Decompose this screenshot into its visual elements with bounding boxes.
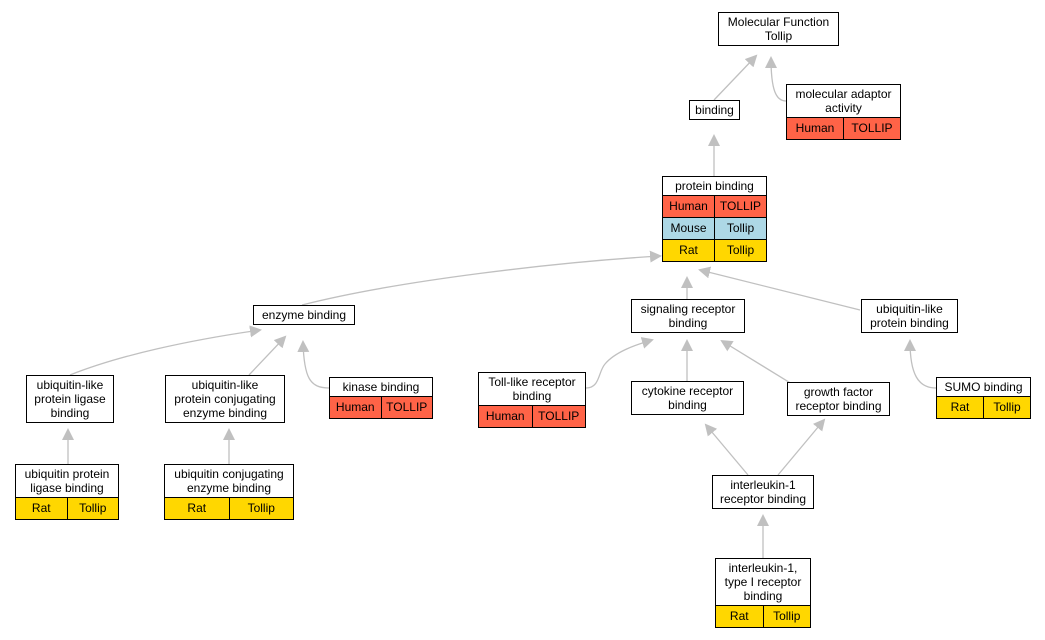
gene-cell: Tollip [228,498,294,519]
node-growth-factor-receptor-binding[interactable]: growth factor receptor binding [787,382,890,416]
gene-cell: TOLLIP [531,406,586,427]
gene-cell: Tollip [66,498,119,519]
edge-growth-factor-receptor-binding-to-signaling-receptor-binding [720,339,793,385]
edge-sumo-binding-to-ubiquitin-like-protein-binding [904,339,937,389]
node-title: kinase binding [342,380,420,394]
node-interleukin-1-receptor-binding[interactable]: interleukin-1 receptor binding [712,475,814,509]
annotation-row: Rat Tollip [937,396,1030,418]
edge-kinase-binding-to-enzyme-binding [297,340,330,389]
annotation-row: Human TOLLIP [479,405,585,427]
species-cell: Human [335,400,375,414]
node-cytokine-receptor-binding[interactable]: cytokine receptor binding [631,381,744,415]
node-title: SUMO binding [944,380,1023,394]
annotation-row: Human TOLLIP [787,117,900,139]
annotation-row: Mouse Tollip [663,217,766,239]
gene-cell: Tollip [714,218,766,239]
node-title: growth factor receptor binding [795,385,882,413]
node-title: binding [695,103,734,117]
edge-ubiquitin-like-protein-binding-to-protein-binding [698,266,861,311]
gene-cell: TOLLIP [714,196,766,217]
node-ubiquitin-like-protein-ligase-binding[interactable]: ubiquitin-like protein ligase binding [26,375,114,423]
gene-cell: Tollip [762,606,811,627]
node-title: ubiquitin-like protein conjugating enzym… [174,378,276,420]
annotation-row: Human TOLLIP [330,396,432,418]
node-title: signaling receptor binding [640,302,736,330]
edge-interleukin-1-receptor-binding-to-growth-factor-receptor-binding [777,418,826,476]
edge-toll-like-receptor-binding-to-signaling-receptor-binding [585,337,654,389]
node-title: interleukin-1, type I receptor binding [724,561,802,603]
node-title: molecular adaptor activity [795,87,892,115]
node-enzyme-binding[interactable]: enzyme binding [253,305,355,325]
gene-cell: TOLLIP [843,118,900,139]
node-binding[interactable]: binding [689,100,740,120]
node-signaling-receptor-binding[interactable]: signaling receptor binding [631,299,745,333]
node-ubiquitin-like-protein-binding[interactable]: ubiquitin-like protein binding [861,299,958,333]
node-title: interleukin-1 receptor binding [719,478,807,506]
node-title: ubiquitin-like protein ligase binding [34,378,106,420]
node-title: protein binding [675,179,754,193]
species-cell: Human [485,409,525,423]
node-title: Molecular Function Tollip [727,15,830,43]
species-cell: Human [795,121,835,135]
gene-cell: Tollip [714,240,766,261]
edge-binding-to-molecular-function [713,54,758,101]
edge-molecular-adaptor-activity-to-molecular-function [765,56,787,102]
species-cell: Rat [187,501,207,515]
annotation-row: Rat Tollip [165,497,293,519]
annotation-row: Rat Tollip [663,239,766,261]
species-cell: Human [669,199,708,213]
annotation-row: Rat Tollip [16,497,118,519]
node-ubiquitin-like-protein-conjugating-enzyme-binding[interactable]: ubiquitin-like protein conjugating enzym… [165,375,285,423]
annotation-row: Rat Tollip [716,605,810,627]
species-cell: Rat [31,501,51,515]
node-title: ubiquitin protein ligase binding [24,467,110,495]
edge-ubiquitin-like-protein-conjugating-enzyme-binding-to-enzyme-binding [248,335,287,376]
node-title: cytokine receptor binding [641,384,734,412]
gene-cell: TOLLIP [380,397,433,418]
edge-interleukin-1-receptor-binding-to-cytokine-receptor-binding [704,423,749,476]
species-cell: Rat [679,243,698,257]
species-cell: Rat [950,400,970,414]
gene-cell: Tollip [983,397,1030,418]
edge-enzyme-binding-to-protein-binding [301,250,662,306]
node-title: Toll-like receptor binding [488,375,576,403]
node-title: ubiquitin-like protein binding [870,302,949,330]
species-cell: Rat [729,609,749,623]
species-cell: Mouse [670,221,707,235]
annotation-row: Human TOLLIP [663,195,766,217]
edge-ubiquitin-like-protein-ligase-binding-to-enzyme-binding [69,325,262,376]
node-title: enzyme binding [261,308,347,322]
node-molecular-function[interactable]: Molecular Function Tollip [718,12,839,46]
node-title: ubiquitin conjugating enzyme binding [174,467,284,495]
